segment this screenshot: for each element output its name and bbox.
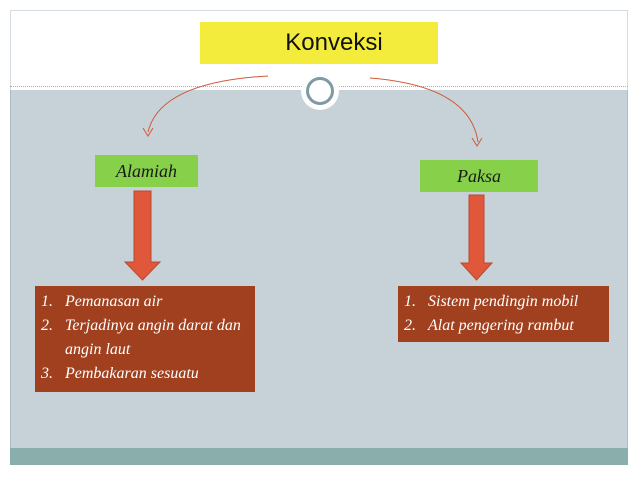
list-paksa: 1. Sistem pendingin mobil 2. Alat penger… bbox=[398, 286, 609, 342]
list-item-text: Alat pengering rambut bbox=[428, 317, 574, 334]
list-item: 1. Pemanasan air bbox=[41, 290, 249, 314]
label-alamiah: Alamiah bbox=[95, 155, 198, 187]
label-paksa-text: Paksa bbox=[457, 165, 501, 186]
list-item-number: 1. bbox=[41, 293, 53, 310]
list-item-number: 2. bbox=[404, 317, 416, 334]
list-item-text: Pemanasan air bbox=[65, 293, 163, 310]
list-item: 3. Pembakaran sesuatu bbox=[41, 362, 249, 386]
list-item-text: Pembakaran sesuatu bbox=[65, 365, 199, 382]
connector-right bbox=[369, 77, 479, 143]
list-item: 1. Sistem pendingin mobil bbox=[404, 290, 603, 314]
list-alamiah: 1. Pemanasan air 2. Terjadinya angin dar… bbox=[35, 286, 255, 392]
connector-left bbox=[147, 75, 269, 133]
down-arrow-right bbox=[459, 194, 494, 281]
connector-right-arrowhead bbox=[471, 137, 483, 147]
center-ring-icon bbox=[306, 77, 334, 105]
slide-footer-strip bbox=[10, 448, 628, 465]
list-item-text: Sistem pendingin mobil bbox=[428, 293, 579, 310]
list-item-text: Terjadinya angin darat dan angin laut bbox=[65, 317, 241, 358]
list-item-number: 3. bbox=[41, 365, 53, 382]
label-alamiah-text: Alamiah bbox=[116, 160, 177, 181]
list-item: 2. Alat pengering rambut bbox=[404, 314, 603, 338]
list-item: 2. Terjadinya angin darat dan angin laut bbox=[41, 314, 249, 362]
title: Konveksi bbox=[285, 29, 383, 56]
down-arrow-left bbox=[123, 190, 162, 281]
label-paksa: Paksa bbox=[420, 160, 538, 192]
title-box: Konveksi bbox=[200, 22, 438, 64]
list-item-number: 2. bbox=[41, 317, 53, 334]
list-item-number: 1. bbox=[404, 293, 416, 310]
connector-left-arrowhead bbox=[142, 127, 154, 137]
